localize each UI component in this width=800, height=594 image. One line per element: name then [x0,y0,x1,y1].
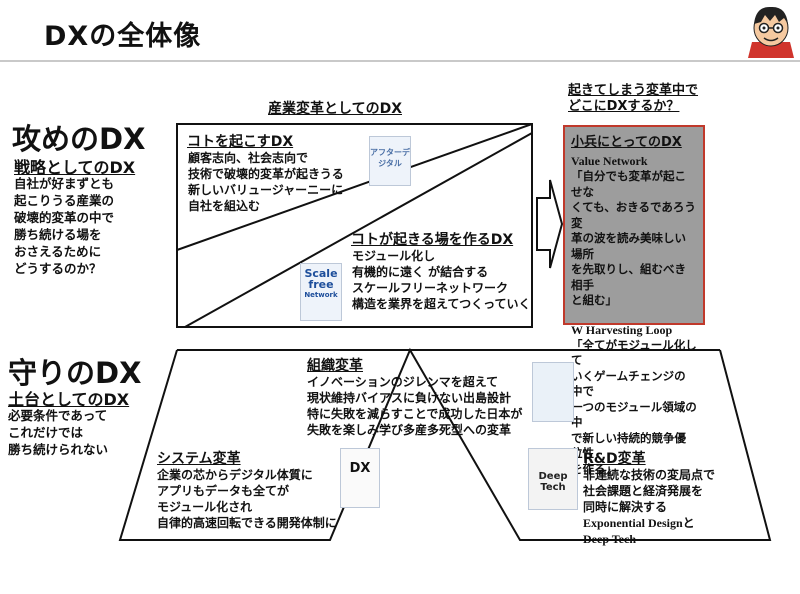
offense-line: 破壊的変革の中で [14,210,115,225]
system-change-line: アプリもデータも全てが [157,484,290,498]
koto-okosu-line: 顧客志向、社会志向で [188,151,309,165]
rd-change-line: 社会課題と経済発展を [583,484,704,498]
offense-line: どうするのか？ [14,261,102,276]
system-change-text: 企業の芯からデジタル体質に アプリもデータも全てが モジュール化され 自律的高速… [157,467,337,531]
defense-heading: 守りのDX [8,356,142,390]
title-divider [0,60,800,62]
book-title: Network [304,291,338,299]
question-line-2: どこにDXするか？ [568,99,680,114]
harvesting-loop-label: W Harvesting Loop [571,322,673,337]
book-cover-deep-tech: Deep Tech [528,448,578,510]
koto-ba-line: スケールフリーネットワーク [352,281,509,295]
rd-change-title: R&D変革 [583,451,646,467]
shohei-text-1: 「自分でも変革が起こせな くても、おきるであろう変 革の波を読み美味しい場所 を… [571,169,697,309]
org-change-line: イノベーションのジレンマを超えて [307,375,499,389]
question-line-1: 起きてしまう変革中で [568,83,699,98]
shohei-line: 「全てがモジュール化して [571,337,697,368]
koto-okosu-text: 顧客志向、社会志向で 技術で破壊的変革が起きうる 新しいバリュージャーニーに 自… [188,150,344,214]
rd-change-line: Exponential Designと [583,516,695,530]
koto-ba-text: モジュール化し 有機的に遠く が結合する スケールフリーネットワーク 構造を業界… [352,248,531,312]
question-note: 起きてしまう変革中で どこにDXするか？ [568,83,698,115]
shohei-line: と組む」 [571,293,617,307]
book-title: Deep Tech [538,471,568,493]
shohei-line: を作る」 [571,461,617,476]
org-change-text: イノベーションのジレンマを超えて 現状維持バイアスに負けない出島設計 特に失敗を… [307,374,522,438]
shohei-text-2: 「全てがモジュール化して いくゲームチェンジの中で 一つのモジュール領域の中 で… [571,338,697,478]
offense-line: おさえるために [14,244,102,259]
system-change-title: システム変革 [157,451,241,467]
offense-heading: 攻めのDX [12,122,146,156]
offense-line: 起こりうる産業の [14,193,115,208]
koto-okosu-title: コトを起こすDX [187,134,294,150]
shohei-dx-box: 小兵にとってのDX Value Network 「自分でも変革が起こせな くても… [563,125,705,476]
book-title: Scale [304,267,338,280]
offense-text: 自社が好まずとも 起こりうる産業の 破壊的変革の中で 勝ち続ける場を おさえるた… [14,175,114,277]
defense-line: これだけでは [8,425,84,440]
koto-ba-line: 構造を業界を超えてつくっていく [352,297,531,311]
defense-text: 必要条件であって これだけでは 勝ち続けられない [8,407,108,458]
defense-line: 勝ち続けられない [8,442,109,457]
book-title: アフターデジタル [370,148,410,168]
system-change-line: 企業の芯からデジタル体質に [157,468,313,482]
shohei-line: 革の波を読み美味しい場所 [571,231,686,261]
org-change-title: 組織変革 [307,358,363,374]
book-cover-corporate-transformation [532,362,574,422]
org-change-line: 失敗を楽しみ学び多産多死型への変革 [307,423,512,437]
offense-line: 自社が好まずとも [14,176,115,191]
rd-change-text: 非連続な技術の変局点で 社会課題と経済発展を 同時に解決する Exponenti… [583,467,715,547]
defense-subheading: 土台としてのDX [8,390,130,409]
industry-change-label: 産業変革としてのDX [268,101,402,117]
koto-ba-title: コトが起きる場を作るDX [351,232,514,248]
book-cover-dx: DX [340,448,380,508]
shohei-line: 一つのモジュール領域の中 [571,399,697,430]
book-cover-scale-free: Scale free Network [300,263,342,321]
koto-ba-line: モジュール化し [352,249,436,263]
shohei-title: 小兵にとってのDX [571,135,682,150]
value-network-label: Value Network [571,154,648,168]
avatar-icon [748,6,794,58]
page-title: DXの全体像 [44,21,202,52]
offense-subheading: 戦略としてのDX [14,158,136,177]
book-title: free [308,278,334,291]
avatar [746,2,796,58]
system-change-line: モジュール化され [157,500,253,514]
shohei-line: 「自分でも変革が起こせな [571,169,686,199]
system-change-line: 自律的高速回転できる開発体制に [157,516,337,530]
book-title: DX [349,461,371,476]
rd-change-line: 非連続な技術の変局点で [583,468,716,482]
rd-change-line: 同時に解決する [583,500,668,514]
offense-line: 勝ち続ける場を [14,227,102,242]
shohei-line: くても、おきるであろう変 [571,200,696,230]
koto-okosu-line: 技術で破壊的変革が起きうる [188,167,344,181]
book-cover-after-digital: アフターデジタル [369,136,411,186]
koto-okosu-line: 自社を組込む [188,199,261,213]
rd-change-line: Deep Tech [583,532,637,546]
koto-ba-line: 有機的に遠く が結合する [352,265,489,279]
org-change-line: 特に失敗を減らすことで成功した日本が [307,407,523,421]
koto-okosu-line: 新しいバリュージャーニーに [188,183,344,197]
shohei-line: いくゲームチェンジの中で [571,368,686,399]
org-change-line: 現状維持バイアスに負けない出島設計 [307,391,512,405]
shohei-line: を先取りし、組むべき相手 [571,262,686,292]
defense-line: 必要条件であって [8,408,108,423]
